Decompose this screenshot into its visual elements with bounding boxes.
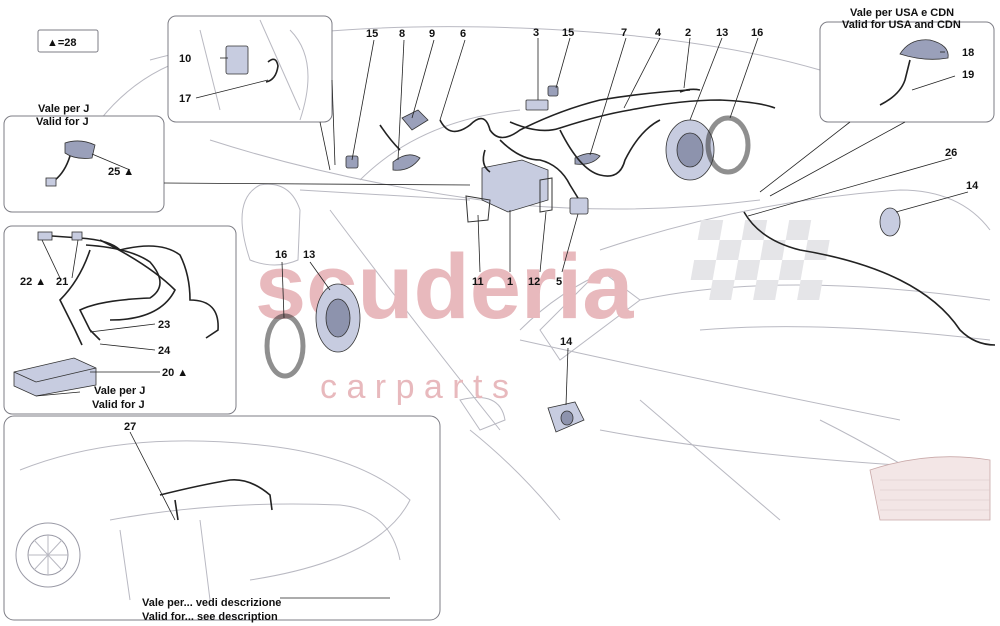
callout-13-mid: 13 [303, 249, 315, 261]
inset-valid-for-usa-cdn [759, 21, 995, 197]
part-2 [679, 88, 701, 93]
inset-rear-view-27 [3, 415, 441, 621]
callout-24: 24 [158, 345, 171, 357]
callout-16-top: 16 [751, 27, 763, 39]
part-14-tweeter [879, 207, 901, 237]
part-3 [525, 99, 549, 111]
callout-26: 26 [945, 147, 957, 159]
callout-9: 9 [429, 28, 435, 40]
note-desc-it: Vale per... vedi descrizione [142, 597, 281, 609]
legend-box [37, 29, 99, 53]
callout-4: 4 [655, 27, 662, 39]
callout-27: 27 [124, 421, 136, 433]
note-usa-cdn-en: Valid for USA and CDN [842, 19, 961, 31]
callout-15-left: 15 [366, 28, 378, 40]
callout-19: 19 [962, 69, 974, 81]
part-16-ring [705, 115, 751, 175]
part-11 [465, 195, 491, 223]
callout-10: 10 [179, 53, 191, 65]
part-4-harness [509, 99, 776, 132]
leader-lines [41, 37, 969, 599]
note-j1-en: Valid for J [36, 116, 89, 128]
callout-11: 11 [472, 276, 484, 288]
callout-25: 25 ▲ [108, 166, 134, 178]
note-j1-it: Vale per J [38, 103, 89, 115]
callout-20: 20 ▲ [162, 367, 188, 379]
callout-2: 2 [685, 27, 691, 39]
part-26 [743, 211, 996, 346]
callout-13-top: 13 [716, 27, 728, 39]
part-22 [37, 231, 53, 241]
callout-22: 22 ▲ [20, 276, 46, 288]
callout-15-right: 15 [562, 27, 574, 39]
callout-6: 6 [460, 28, 466, 40]
inset-valid-for-j-25 [3, 115, 471, 213]
note-desc-en: Valid for... see description [142, 611, 278, 623]
part-12 [539, 177, 553, 213]
callout-3: 3 [533, 27, 539, 39]
callout-21: 21 [56, 276, 68, 288]
inset-valid-for-j-harness [3, 225, 237, 415]
main-parts [264, 85, 996, 433]
checkered-pattern [690, 220, 830, 300]
validity-notes: Vale per USA e CDN Valid for USA and CDN… [36, 7, 961, 623]
callout-12: 12 [528, 276, 540, 288]
part-18 [899, 39, 949, 60]
part-9 [401, 109, 429, 131]
part-27 [159, 478, 273, 511]
part-6-harness [439, 89, 691, 139]
part-20 [13, 357, 97, 397]
callout-23: 23 [158, 319, 170, 331]
watermark-subtitle: c a r p a r t s [320, 368, 509, 406]
callout-7: 7 [621, 27, 627, 39]
callout-18: 18 [962, 47, 974, 59]
callout-1: 1 [507, 276, 513, 288]
note-j2-en: Valid for J [92, 399, 145, 411]
callout-labels: 1 2 3 4 5 6 7 8 9 10 11 12 13 13 14 14 1… [20, 27, 979, 433]
callout-16-mid: 16 [275, 249, 287, 261]
part-15 [345, 155, 359, 169]
part-5 [569, 197, 589, 215]
callout-5: 5 [556, 276, 562, 288]
inset-interior-detail [167, 15, 336, 171]
part-10 [225, 45, 249, 75]
rear-grille [869, 456, 991, 521]
part-25 [64, 140, 96, 159]
legend-text: ▲=28 [47, 37, 77, 49]
part-8 [392, 154, 421, 171]
callout-14-right: 14 [966, 180, 979, 192]
part-1 [481, 159, 549, 213]
part-16-ring-mid [264, 313, 306, 379]
callout-17: 17 [179, 93, 191, 105]
callout-8: 8 [399, 28, 405, 40]
note-usa-cdn-it: Vale per USA e CDN [850, 7, 954, 19]
note-j2-it: Vale per J [94, 385, 145, 397]
callout-14-center: 14 [560, 336, 573, 348]
